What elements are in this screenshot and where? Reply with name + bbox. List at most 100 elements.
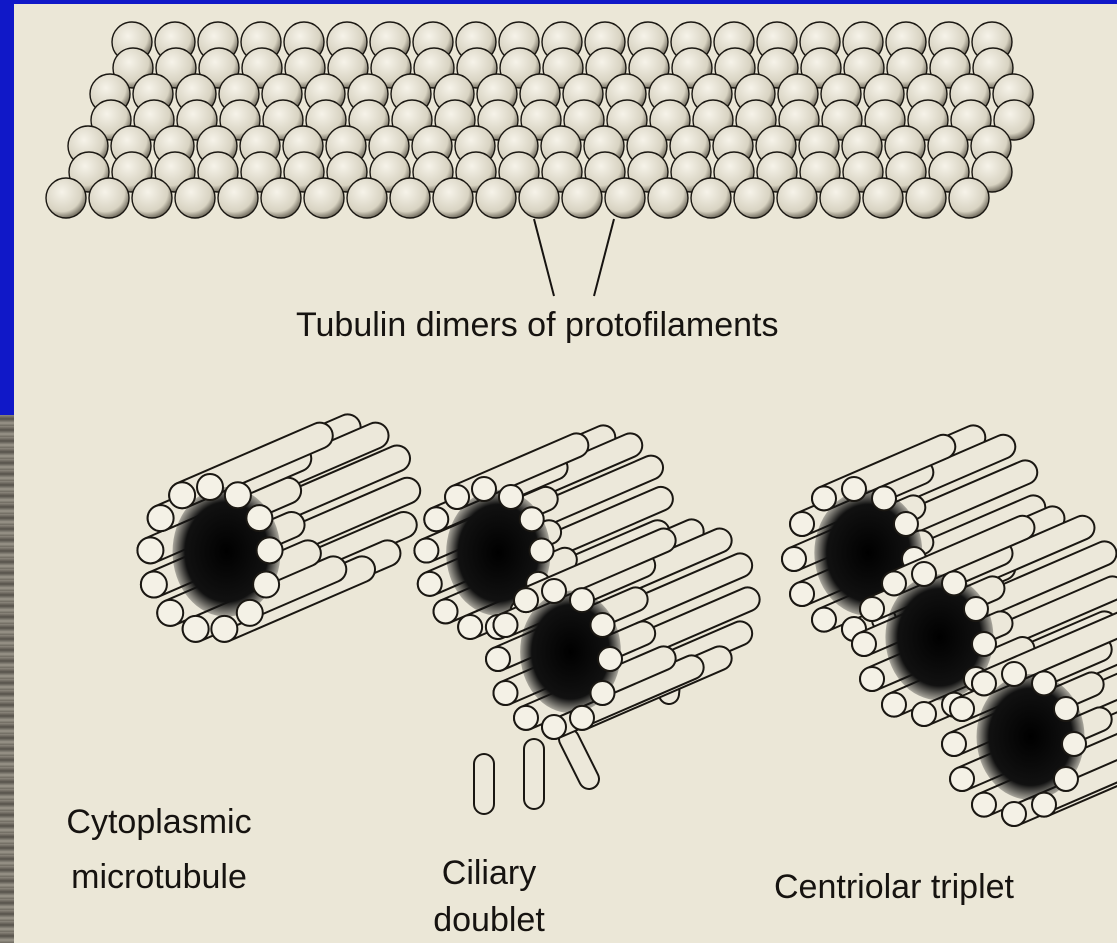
pointer-line-right	[594, 219, 614, 296]
protofilament-end	[964, 597, 988, 621]
protofilament-end	[972, 793, 996, 817]
tubulin-sphere	[605, 178, 645, 218]
protofilament-end	[912, 702, 936, 726]
tubulin-sphere	[691, 178, 731, 218]
protofilament-end	[598, 647, 622, 671]
tubulin-sphere	[304, 178, 344, 218]
tubulin-sphere	[132, 178, 172, 218]
tubulin-sphere	[476, 178, 516, 218]
protofilament-end	[782, 547, 806, 571]
tubulin-sphere	[218, 178, 258, 218]
protofilament-end	[972, 632, 996, 656]
protofilament-end	[148, 505, 174, 531]
tubulin-sphere	[906, 178, 946, 218]
protofilament-end	[912, 562, 936, 586]
protofilament-end	[972, 671, 996, 695]
protofilament-end	[494, 681, 518, 705]
protofilament-end	[872, 486, 896, 510]
tubulin-sphere	[89, 178, 129, 218]
protofilament-end	[520, 507, 544, 531]
protofilament-end	[882, 571, 906, 595]
tubulin-sphere	[433, 178, 473, 218]
centriolar-triplet-drawing	[782, 437, 1117, 826]
tubulin-sphere	[734, 178, 774, 218]
protofilament-end	[570, 706, 594, 730]
protofilament-end	[1062, 732, 1086, 756]
tubulin-sphere	[519, 178, 559, 218]
protofilament-end	[942, 571, 966, 595]
protofilament-end	[246, 505, 272, 531]
protofilament-end	[530, 539, 554, 563]
protofilament-end	[211, 616, 237, 642]
protofilament-end	[418, 572, 442, 596]
protofilament-end	[514, 706, 538, 730]
protofilament-end	[882, 693, 906, 717]
protofilament-end	[542, 579, 566, 603]
cytoplasmic-label-line1: Cytoplasmic	[34, 801, 284, 843]
protofilament-end	[942, 732, 966, 756]
protofilament-end	[950, 697, 974, 721]
protofilament-end	[950, 767, 974, 791]
protofilament-end	[225, 482, 251, 508]
protofilament-end	[183, 616, 209, 642]
tubulin-sphere	[648, 178, 688, 218]
protofilament-end	[590, 681, 614, 705]
tubulin-sphere	[777, 178, 817, 218]
protofilament-end	[812, 608, 836, 632]
ciliary-doublet-drawing	[414, 437, 747, 804]
protofilament-end	[1032, 671, 1056, 695]
cytoplasmic-label-line2: microtubule	[34, 856, 284, 898]
radial-spoke-fill	[569, 739, 589, 779]
tubulin-dimers-label: Tubulin dimers of protofilaments	[296, 304, 779, 346]
protofilament-end	[472, 477, 496, 501]
protofilament-end	[1054, 767, 1078, 791]
protofilament-end	[458, 615, 482, 639]
protofilament-sheet	[46, 22, 1034, 218]
protofilament-end	[790, 512, 814, 536]
protofilament-end	[257, 537, 283, 563]
tubulin-sphere	[820, 178, 860, 218]
protofilament-end	[414, 539, 438, 563]
ciliary-label-line1: Ciliary	[409, 852, 569, 894]
slide-panel: Tubulin dimers of protofilaments Cytopla…	[14, 4, 1117, 943]
protofilament-end	[253, 572, 279, 598]
protofilament-end	[1032, 793, 1056, 817]
protofilament-end	[514, 588, 538, 612]
protofilament-end	[1054, 697, 1078, 721]
protofilament-end	[542, 715, 566, 739]
centriolar-label: Centriolar triplet	[729, 866, 1059, 908]
tubulin-sphere	[347, 178, 387, 218]
tubulin-sphere	[949, 178, 989, 218]
ciliary-label-line2: doublet	[409, 899, 569, 941]
tubulin-sphere	[562, 178, 602, 218]
protofilament-end	[445, 485, 469, 509]
protofilament-end	[424, 507, 448, 531]
tubulin-sphere	[46, 178, 86, 218]
protofilament-end	[860, 597, 884, 621]
protofilament-end	[590, 613, 614, 637]
protofilament-end	[434, 599, 458, 623]
cytoplasmic-microtubule-drawing	[137, 427, 407, 641]
protofilament-end	[157, 600, 183, 626]
protofilament-end	[812, 486, 836, 510]
protofilament-end	[570, 588, 594, 612]
tubulin-sphere	[261, 178, 301, 218]
pointer-line-left	[534, 219, 554, 296]
protofilament-end	[486, 647, 510, 671]
protofilament-end	[141, 572, 167, 598]
protofilament-end	[137, 537, 163, 563]
protofilament-end	[499, 485, 523, 509]
protofilament-end	[1002, 802, 1026, 826]
protofilament-end	[860, 667, 884, 691]
tubulin-sphere	[390, 178, 430, 218]
protofilament-end	[852, 632, 876, 656]
protofilament-end	[197, 474, 223, 500]
tubulin-sphere	[863, 178, 903, 218]
tubulin-sphere	[175, 178, 215, 218]
protofilament-end	[790, 582, 814, 606]
protofilament-end	[1002, 662, 1026, 686]
protofilament-end	[894, 512, 918, 536]
protofilament-end	[494, 613, 518, 637]
protofilament-end	[842, 477, 866, 501]
protofilament-end	[169, 482, 195, 508]
